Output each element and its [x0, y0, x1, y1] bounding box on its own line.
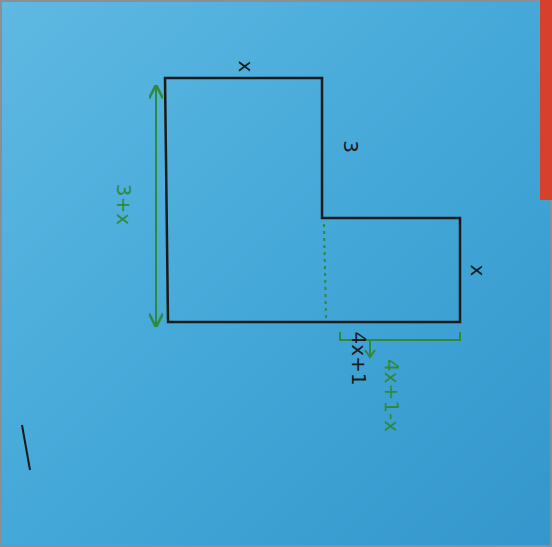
- side-length-holder: x: [236, 60, 257, 72]
- l-shape-outline: [165, 78, 460, 322]
- red-edge: [540, 0, 552, 200]
- width-expression: 4x+1: [348, 331, 368, 385]
- height-expression: 3+x: [114, 183, 134, 224]
- width-expression-holder: 4x+1: [347, 331, 368, 385]
- side-length-holder: x: [468, 264, 489, 276]
- height-expression-holder: 3+x: [113, 183, 134, 224]
- bracket-pointer: [369, 341, 371, 355]
- width-expression: 4x+1-x: [382, 358, 402, 431]
- side-length: x: [469, 264, 489, 276]
- pen-mark: [22, 425, 30, 470]
- side-length-holder: 3: [339, 140, 360, 153]
- height-arrow: [155, 86, 157, 326]
- side-length: 3: [340, 140, 360, 153]
- dotted-split-line: [324, 224, 326, 320]
- side-length: x: [237, 60, 257, 72]
- width-expression-holder: 4x+1-x: [381, 358, 402, 431]
